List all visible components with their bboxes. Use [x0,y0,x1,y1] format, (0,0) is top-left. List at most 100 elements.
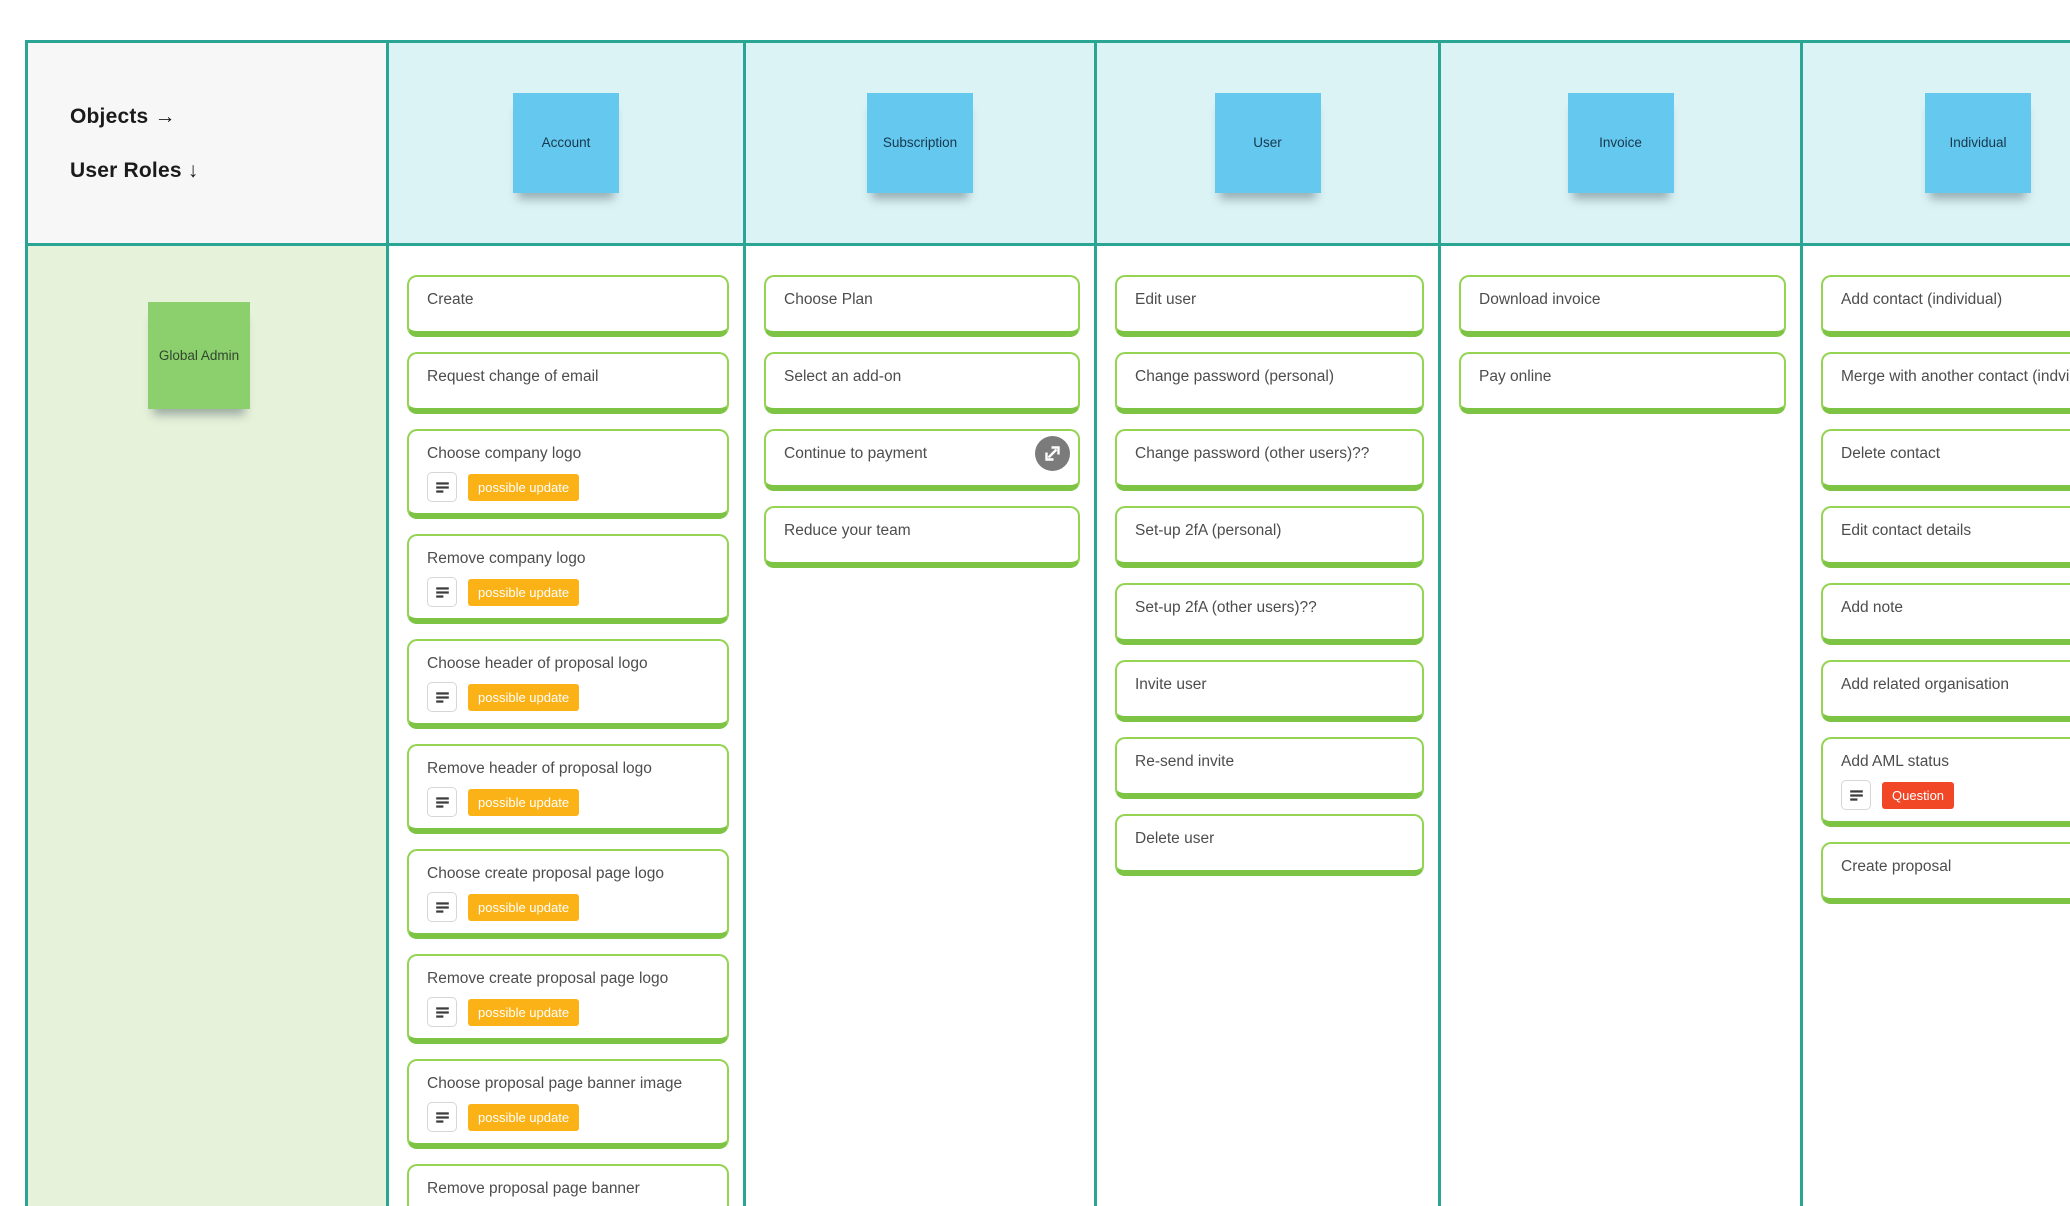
card-title: Create [427,291,474,308]
story-map-table: Objects → User Roles ↓ Account Subscripti… [25,40,2070,1206]
card-title: Add related organisation [1841,676,2010,693]
card-meta-row: possible update [427,577,709,607]
expand-icon[interactable] [1035,436,1070,471]
column-header-cell-invoice: Invoice [1441,43,1800,243]
column-sticky-note-individual[interactable]: Individual [1925,93,2031,193]
card-title: Re-send invite [1135,753,1235,770]
action-card[interactable]: Remove header of proposal logo possible u… [407,744,729,834]
tag-badge-yellow: possible update [468,473,580,501]
cards-cell-individual: Add contact (individual) Merge with anoth… [1803,246,2070,1206]
action-card[interactable]: Reduce your team [764,506,1080,568]
action-card[interactable]: Add note [1821,583,2070,645]
action-card[interactable]: Create [407,275,729,337]
card-title: Add contact (individual) [1841,291,2003,308]
notes-icon [427,787,457,817]
action-card[interactable]: Choose company logo possible update [407,429,729,519]
card-title: Select an add-on [784,368,902,385]
action-card[interactable]: Pay online [1459,352,1786,414]
action-card[interactable]: Add contact (individual) [1821,275,2070,337]
user-roles-axis-label: User Roles ↓ [70,159,199,182]
card-title: Remove company logo [427,550,586,567]
card-title: Remove create proposal page logo [427,970,669,987]
column-header-cell-individual: Individual [1803,43,2070,243]
card-title: Remove proposal page banner [427,1180,640,1197]
action-card[interactable]: Invite user [1115,660,1424,722]
column-header-cell-account: Account [389,43,743,243]
action-card[interactable]: Edit user [1115,275,1424,337]
notes-icon [427,577,457,607]
card-meta-row: possible update [427,472,709,502]
action-card[interactable]: Re-send invite [1115,737,1424,799]
card-meta-row: possible update [427,997,709,1027]
card-title: Continue to payment [784,445,928,462]
action-card[interactable]: Choose Plan [764,275,1080,337]
role-cell: Global Admin [28,246,386,1206]
action-card[interactable]: Request change of email [407,352,729,414]
card-title: Choose create proposal page logo [427,865,664,882]
action-card[interactable]: Merge with another contact (indvidual) [1821,352,2070,414]
card-title: Remove header of proposal logo [427,760,652,777]
action-card[interactable]: Edit contact details [1821,506,2070,568]
tag-badge-red: Question [1882,781,1955,809]
action-card[interactable]: Change password (other users)?? [1115,429,1424,491]
column-header-cell-subscription: Subscription [746,43,1094,243]
card-title: Download invoice [1479,291,1601,308]
card-meta-row: possible update [427,682,709,712]
tag-badge-yellow: possible update [468,998,580,1026]
column-sticky-note-user[interactable]: User [1214,93,1321,193]
role-sticky-note-global-admin[interactable]: Global Admin [148,302,250,409]
action-card[interactable]: Set-up 2fA (personal) [1115,506,1424,568]
card-title: Change password (personal) [1135,368,1335,385]
column-sticky-note-invoice[interactable]: Invoice [1567,93,1674,193]
card-title: Add note [1841,599,1904,616]
card-meta-row: Question [1841,780,2070,810]
card-title: Delete contact [1841,445,1941,462]
card-title: Edit user [1135,291,1197,308]
card-meta-row: possible update [427,1102,709,1132]
action-card[interactable]: Delete contact [1821,429,2070,491]
card-title: Create proposal [1841,858,1952,875]
action-card[interactable]: Continue to payment [764,429,1080,491]
action-card[interactable]: Set-up 2fA (other users)?? [1115,583,1424,645]
card-title: Choose proposal page banner image [427,1075,683,1092]
card-title: Pay online [1479,368,1552,385]
card-title: Add AML status [1841,753,1949,770]
action-card[interactable]: Change password (personal) [1115,352,1424,414]
column-sticky-note-account[interactable]: Account [513,93,619,193]
tag-badge-yellow: possible update [468,578,580,606]
card-title: Invite user [1135,676,1207,693]
column-header-cell-user: User [1097,43,1438,243]
card-title: Request change of email [427,368,599,385]
action-card[interactable]: Remove company logo possible update [407,534,729,624]
action-card[interactable]: Remove create proposal page logo possible… [407,954,729,1044]
objects-axis-label: Objects → [70,105,176,128]
tag-badge-yellow: possible update [468,1103,580,1131]
card-title: Choose company logo [427,445,582,462]
action-card[interactable]: Create proposal [1821,842,2070,904]
action-card[interactable]: Add related organisation [1821,660,2070,722]
action-card[interactable]: Choose proposal page banner image possibl… [407,1059,729,1149]
action-card[interactable]: Remove proposal page bannerpossible upda… [407,1164,729,1206]
action-card[interactable]: Delete user [1115,814,1424,876]
tag-badge-yellow: possible update [468,788,580,816]
notes-icon [1841,780,1871,810]
card-title: Edit contact details [1841,522,1972,539]
action-card[interactable]: Download invoice [1459,275,1786,337]
card-meta-row: possible update [427,787,709,817]
notes-icon [427,1102,457,1132]
column-sticky-note-subscription[interactable]: Subscription [867,93,973,193]
notes-icon [427,682,457,712]
card-title: Change password (other users)?? [1135,445,1370,462]
card-title: Set-up 2fA (other users)?? [1135,599,1317,616]
axis-legend-cell: Objects → User Roles ↓ [28,43,386,243]
action-card[interactable]: Select an add-on [764,352,1080,414]
notes-icon [427,472,457,502]
